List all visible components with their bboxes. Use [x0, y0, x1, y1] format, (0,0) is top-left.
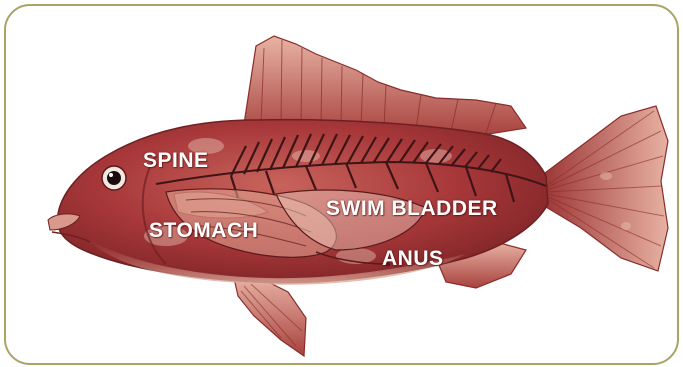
label-swim-bladder: SWIM BLADDER [326, 198, 498, 219]
label-anus: ANUS [382, 248, 444, 269]
label-spine: SPINE [143, 150, 209, 171]
fish-anatomy-illustration [6, 6, 679, 365]
figure-frame: SPINE STOMACH SWIM BLADDER ANUS [4, 4, 679, 365]
label-stomach: STOMACH [149, 220, 258, 241]
